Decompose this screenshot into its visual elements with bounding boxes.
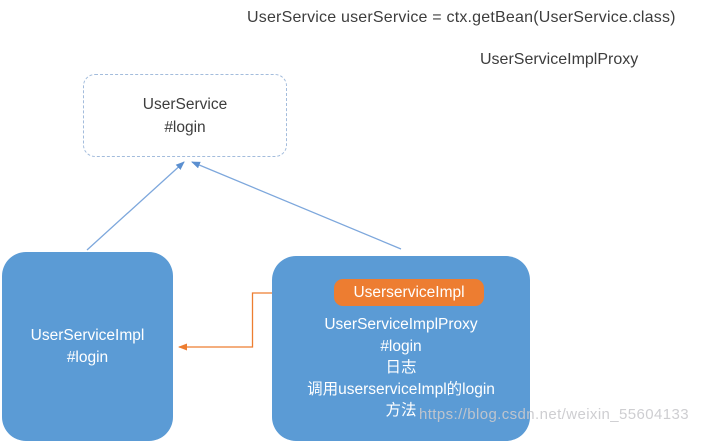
proxy-body-text: UserServiceImplProxy #login 日志 调用userser…	[272, 314, 530, 422]
proxy-line-method: #login	[380, 337, 422, 355]
realization-arrow-left	[86, 161, 185, 251]
node-userserviceimpl: UserServiceImpl #login	[2, 252, 173, 441]
node-userserviceimplproxy: UserserviceImpl UserServiceImplProxy #lo…	[272, 256, 530, 441]
interface-method: #login	[164, 118, 206, 136]
proxy-line-title: UserServiceImplProxy	[324, 316, 478, 333]
interface-title: UserService	[142, 95, 228, 113]
proxy-line-methodword: 方法	[385, 402, 417, 419]
code-annotation: UserService userService = ctx.getBean(Us…	[247, 9, 676, 26]
impl-title: UserServiceImpl	[30, 326, 145, 344]
realization-arrow-right	[191, 161, 402, 250]
proxy-line-log: 日志	[385, 359, 417, 376]
proxy-class-annotation: UserServiceImplProxy	[480, 51, 639, 68]
proxy-line-call: 调用userserviceImpl的login	[307, 380, 495, 398]
impl-method: #login	[66, 348, 109, 366]
watermark: https://blog.csdn.net/weixin_55604133	[419, 406, 689, 423]
node-userservice-interface: UserService #login	[83, 74, 287, 157]
field-tag-userserviceimpl: UserserviceImpl	[334, 279, 484, 306]
